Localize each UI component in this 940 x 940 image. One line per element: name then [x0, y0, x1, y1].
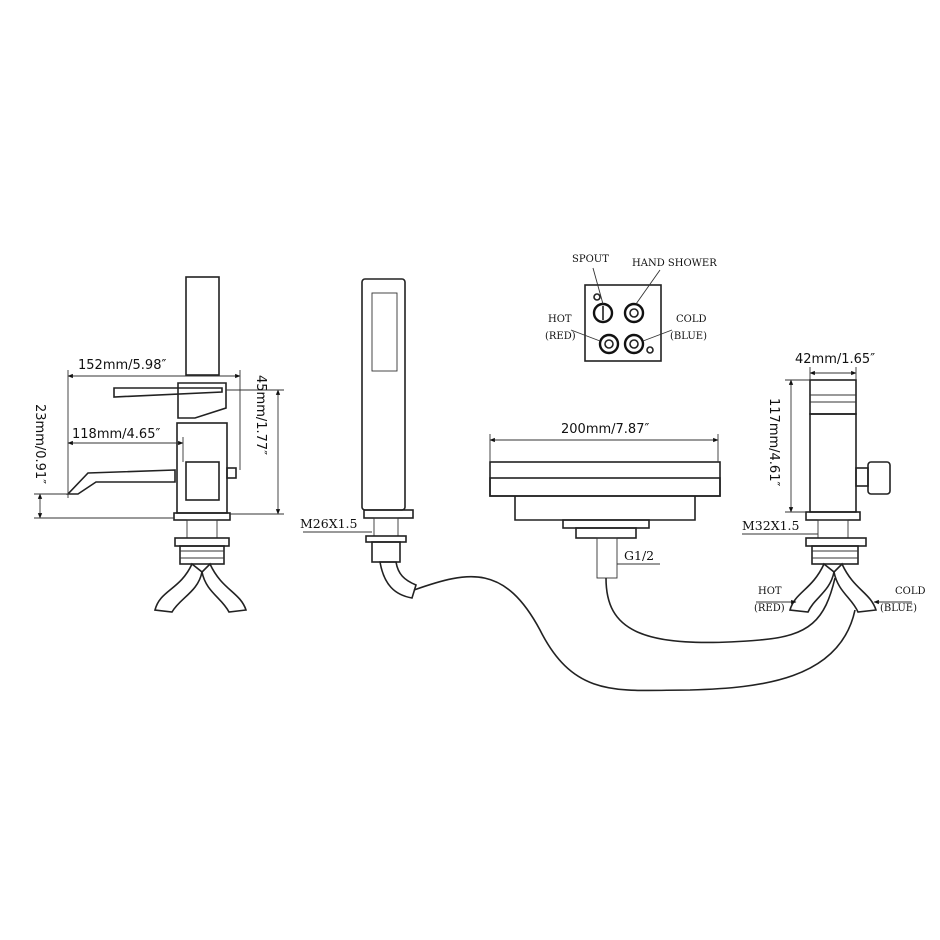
cold-port [623, 333, 645, 355]
mixer-body [177, 382, 227, 419]
valve-stem [855, 467, 869, 487]
hot-hose [788, 562, 835, 613]
label-cold: COLD [676, 314, 707, 325]
dim-spout-length: 152mm/5.98″ [78, 358, 166, 373]
hose-left [154, 562, 203, 613]
label-cold-color: (BLUE) [670, 331, 707, 342]
label-spout: SPOUT [572, 254, 609, 265]
shower-hose-nut [371, 541, 401, 563]
spout-base [562, 519, 650, 529]
dim-spout-height: 23mm/0.91″ [32, 404, 47, 484]
label-hand-shower: HAND SHOWER [632, 258, 717, 269]
hose-label-cold-color: (BLUE) [880, 603, 917, 614]
thread-spout-inlet: G1/2 [624, 548, 654, 563]
shower-hose-end [379, 561, 417, 599]
shower-thread [373, 517, 399, 537]
label-hot-color: (RED) [545, 331, 576, 342]
diverter-knob [867, 461, 891, 495]
plate-screw [593, 293, 601, 301]
base-plate [173, 512, 231, 521]
spout-front-edge [489, 477, 721, 497]
valve-washer [811, 545, 859, 565]
valve-cap [809, 379, 857, 415]
shower-collar [363, 509, 414, 519]
hand-shower-body [361, 278, 406, 511]
hose-label-hot: HOT [758, 586, 782, 597]
shower-nozzle-grid [371, 292, 398, 372]
dim-spout-width: 200mm/7.87″ [561, 422, 649, 437]
hand-shower-port [623, 302, 645, 324]
dim-valve-height: 117mm/4.61″ [766, 398, 781, 486]
mounting-washer [179, 545, 225, 565]
diverter-valve-view: 42mm/1.65″ 117mm/4.61″ M32X1.5 HOT (RED)… [742, 352, 926, 614]
thread-hand-shower: M26X1.5 [300, 516, 357, 531]
spout-outlet [66, 469, 176, 495]
hose-right [201, 562, 248, 613]
lever-handle [185, 276, 220, 376]
shower-nut [365, 535, 407, 543]
mounting-nut [174, 537, 230, 547]
side-stub [226, 467, 237, 479]
plate-screw [646, 346, 654, 354]
shower-hose [413, 575, 856, 692]
dim-spout-reach: 118mm/4.65″ [72, 427, 160, 442]
hot-port [598, 333, 620, 355]
valve-body [809, 413, 857, 513]
spout-mixer-side-view: 152mm/5.98″ 118mm/4.65″ 23mm/0.91″ 45mm/… [32, 276, 284, 613]
spout-feed-hose [605, 577, 836, 644]
connection-diagram: SPOUT HAND SHOWER HOT (RED) COLD (BLUE) [545, 254, 717, 362]
label-hot: HOT [548, 314, 572, 325]
dim-valve-width: 42mm/1.65″ [795, 352, 875, 367]
threaded-shank [186, 519, 218, 539]
cold-hose [833, 562, 878, 613]
valve-shank [817, 519, 849, 539]
hose-label-hot-color: (RED) [754, 603, 785, 614]
waterfall-spout-view: 200mm/7.87″ G1/2 [489, 422, 836, 644]
thread-valve: M32X1.5 [742, 518, 799, 533]
side-plate [185, 461, 220, 501]
lever-arm [113, 387, 223, 398]
spout-nut [575, 527, 637, 539]
valve-nut [805, 537, 867, 547]
dim-lever-height: 45mm/1.77″ [253, 375, 268, 455]
connection-plate [584, 284, 662, 362]
spout-lower-body [514, 496, 696, 521]
hand-shower-view: M26X1.5 [300, 278, 417, 599]
spout-shank [596, 537, 618, 579]
hose-label-cold: COLD [895, 586, 926, 597]
spout-top-plate [489, 461, 721, 497]
valve-base [805, 511, 861, 521]
